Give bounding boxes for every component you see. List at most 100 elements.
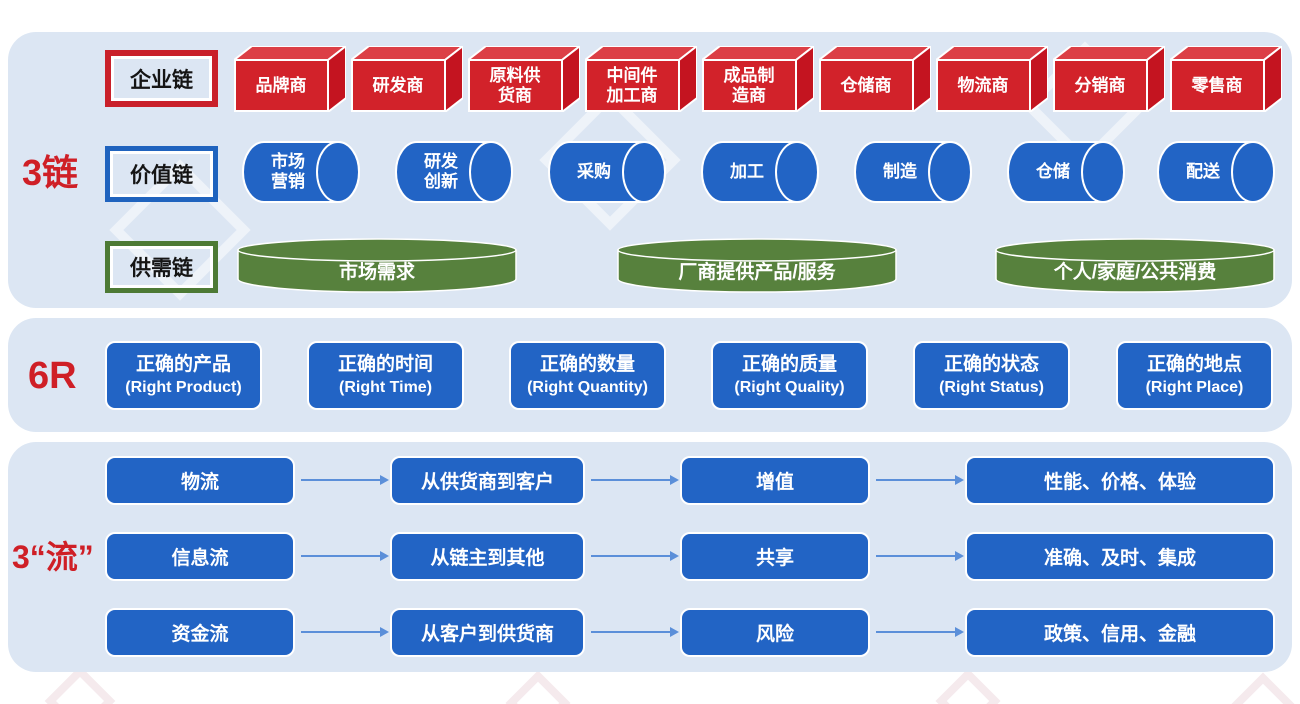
red-3d-box-shape: [819, 46, 931, 112]
cylinder-shape: [242, 141, 360, 203]
cylinder-shape: [1007, 141, 1125, 203]
cylinder-shape: [395, 141, 513, 203]
section-label-3-chains: 3链: [22, 152, 79, 193]
enterprise-box-raw-material: 原料供 货商: [468, 46, 580, 112]
flow-box-risk: 风险: [680, 608, 870, 657]
enterprise-box-rd: 研发商: [351, 46, 463, 112]
value-cylinder-marketing: 市场 营销: [242, 141, 360, 203]
cylinder-shape: [1157, 141, 1275, 203]
enterprise-box-label: 仓储商: [840, 76, 892, 96]
enterprise-box-label: 物流商: [957, 76, 1009, 96]
enterprise-box-label: 分销商: [1074, 76, 1126, 96]
right-arrow-icon: [301, 627, 389, 637]
flow-box-information: 信息流: [105, 532, 295, 581]
right-arrow-icon: [876, 551, 964, 561]
flow-box-accurate-timely-integrated: 准确、及时、集成: [965, 532, 1275, 581]
6r-box-right-status: 正确的状态 (Right Status): [913, 341, 1070, 410]
watermark-diamond: [505, 670, 571, 704]
section-label-3-flows: 3“流”: [12, 539, 94, 575]
right-arrow-icon: [591, 475, 679, 485]
6r-en-label: (Right Place): [1145, 378, 1244, 396]
label-value-chain: 价值链: [105, 146, 218, 202]
value-cylinder-delivery: 配送: [1157, 141, 1275, 203]
label-supply-demand-chain: 供需链: [105, 241, 218, 293]
value-cylinder-warehousing: 仓储: [1007, 141, 1125, 203]
disk-shape: [237, 238, 517, 293]
6r-cn-label: 正确的状态: [943, 354, 1039, 376]
flow-box-chain-leader-to-others: 从链主到其他: [390, 532, 585, 581]
disk-shape: [995, 238, 1275, 293]
6r-en-label: (Right Product): [125, 378, 242, 396]
enterprise-box-distribution: 分销商: [1053, 46, 1165, 112]
enterprise-box-label: 中间件 加工商: [606, 66, 658, 105]
cylinder-shape: [701, 141, 819, 203]
red-3d-box-shape: [351, 46, 463, 112]
flow-box-logistics: 物流: [105, 456, 295, 505]
6r-en-label: (Right Status): [939, 378, 1044, 396]
supply-disk-market-demand: 市场需求: [237, 238, 517, 294]
flow-box-capital: 资金流: [105, 608, 295, 657]
right-arrow-icon: [301, 475, 389, 485]
red-3d-box-shape: [1170, 46, 1282, 112]
label-enterprise-chain-text: 企业链: [130, 68, 193, 92]
6r-box-right-quantity: 正确的数量 (Right Quantity): [509, 341, 666, 410]
enterprise-box-logistics: 物流商: [936, 46, 1048, 112]
flow-box-sharing: 共享: [680, 532, 870, 581]
right-arrow-icon: [591, 627, 679, 637]
supply-disk-label: 个人/家庭/公共消费: [1053, 261, 1217, 283]
6r-cn-label: 正确的产品: [135, 354, 231, 376]
enterprise-box-brand: 品牌商: [234, 46, 346, 112]
right-arrow-icon: [876, 475, 964, 485]
6r-cn-label: 正确的数量: [539, 354, 635, 376]
6r-cn-label: 正确的时间: [337, 354, 433, 376]
flow-box-customer-to-supplier: 从客户到供货商: [390, 608, 585, 657]
6r-box-right-time: 正确的时间 (Right Time): [307, 341, 464, 410]
label-value-chain-text: 价值链: [130, 164, 193, 187]
value-cylinder-label: 研发 创新: [424, 152, 458, 191]
flow-box-policy-credit-finance: 政策、信用、金融: [965, 608, 1275, 657]
red-3d-box-shape: [234, 46, 346, 112]
value-cylinder-rd-innovation: 研发 创新: [395, 141, 513, 203]
label-enterprise-chain: 企业链: [105, 50, 218, 107]
red-3d-box-shape: [936, 46, 1048, 112]
enterprise-box-finished-goods: 成品制 造商: [702, 46, 814, 112]
value-cylinder-label: 制造: [883, 162, 917, 182]
enterprise-box-retail: 零售商: [1170, 46, 1282, 112]
value-cylinder-processing: 加工: [701, 141, 819, 203]
supply-disk-label: 厂商提供产品/服务: [678, 261, 836, 283]
supply-disk-products-services: 厂商提供产品/服务: [617, 238, 897, 294]
enterprise-box-label: 品牌商: [255, 76, 307, 96]
enterprise-box-warehousing: 仓储商: [819, 46, 931, 112]
section-label-6r: 6R: [28, 355, 77, 397]
6r-en-label: (Right Time): [338, 378, 433, 396]
right-arrow-icon: [876, 627, 964, 637]
red-3d-box-shape: [468, 46, 580, 112]
enterprise-box-label: 成品制 造商: [723, 66, 775, 105]
supply-disk-label: 市场需求: [338, 261, 415, 283]
flow-box-value-add: 增值: [680, 456, 870, 505]
red-3d-box-shape: [1053, 46, 1165, 112]
value-cylinder-label: 配送: [1186, 162, 1220, 182]
enterprise-box-label: 研发商: [372, 76, 424, 96]
red-3d-box-shape: [702, 46, 814, 112]
cylinder-shape: [854, 141, 972, 203]
value-cylinder-label: 采购: [577, 162, 611, 182]
value-cylinder-label: 市场 营销: [271, 152, 305, 191]
disk-shape: [617, 238, 897, 293]
6r-cn-label: 正确的质量: [741, 354, 837, 376]
label-supply-demand-chain-text: 供需链: [130, 257, 193, 280]
6r-box-right-product: 正确的产品 (Right Product): [105, 341, 262, 410]
enterprise-box-intermediate: 中间件 加工商: [585, 46, 697, 112]
6r-en-label: (Right Quality): [734, 378, 845, 396]
value-cylinder-procurement: 采购: [548, 141, 666, 203]
6r-box-right-place: 正确的地点 (Right Place): [1116, 341, 1273, 410]
right-arrow-icon: [301, 551, 389, 561]
enterprise-box-label: 原料供 货商: [489, 66, 541, 105]
red-3d-box-shape: [585, 46, 697, 112]
flow-box-performance-price-experience: 性能、价格、体验: [965, 456, 1275, 505]
flow-box-supplier-to-customer: 从供货商到客户: [390, 456, 585, 505]
cylinder-shape: [548, 141, 666, 203]
6r-cn-label: 正确的地点: [1146, 354, 1242, 376]
value-cylinder-label: 仓储: [1036, 162, 1070, 182]
